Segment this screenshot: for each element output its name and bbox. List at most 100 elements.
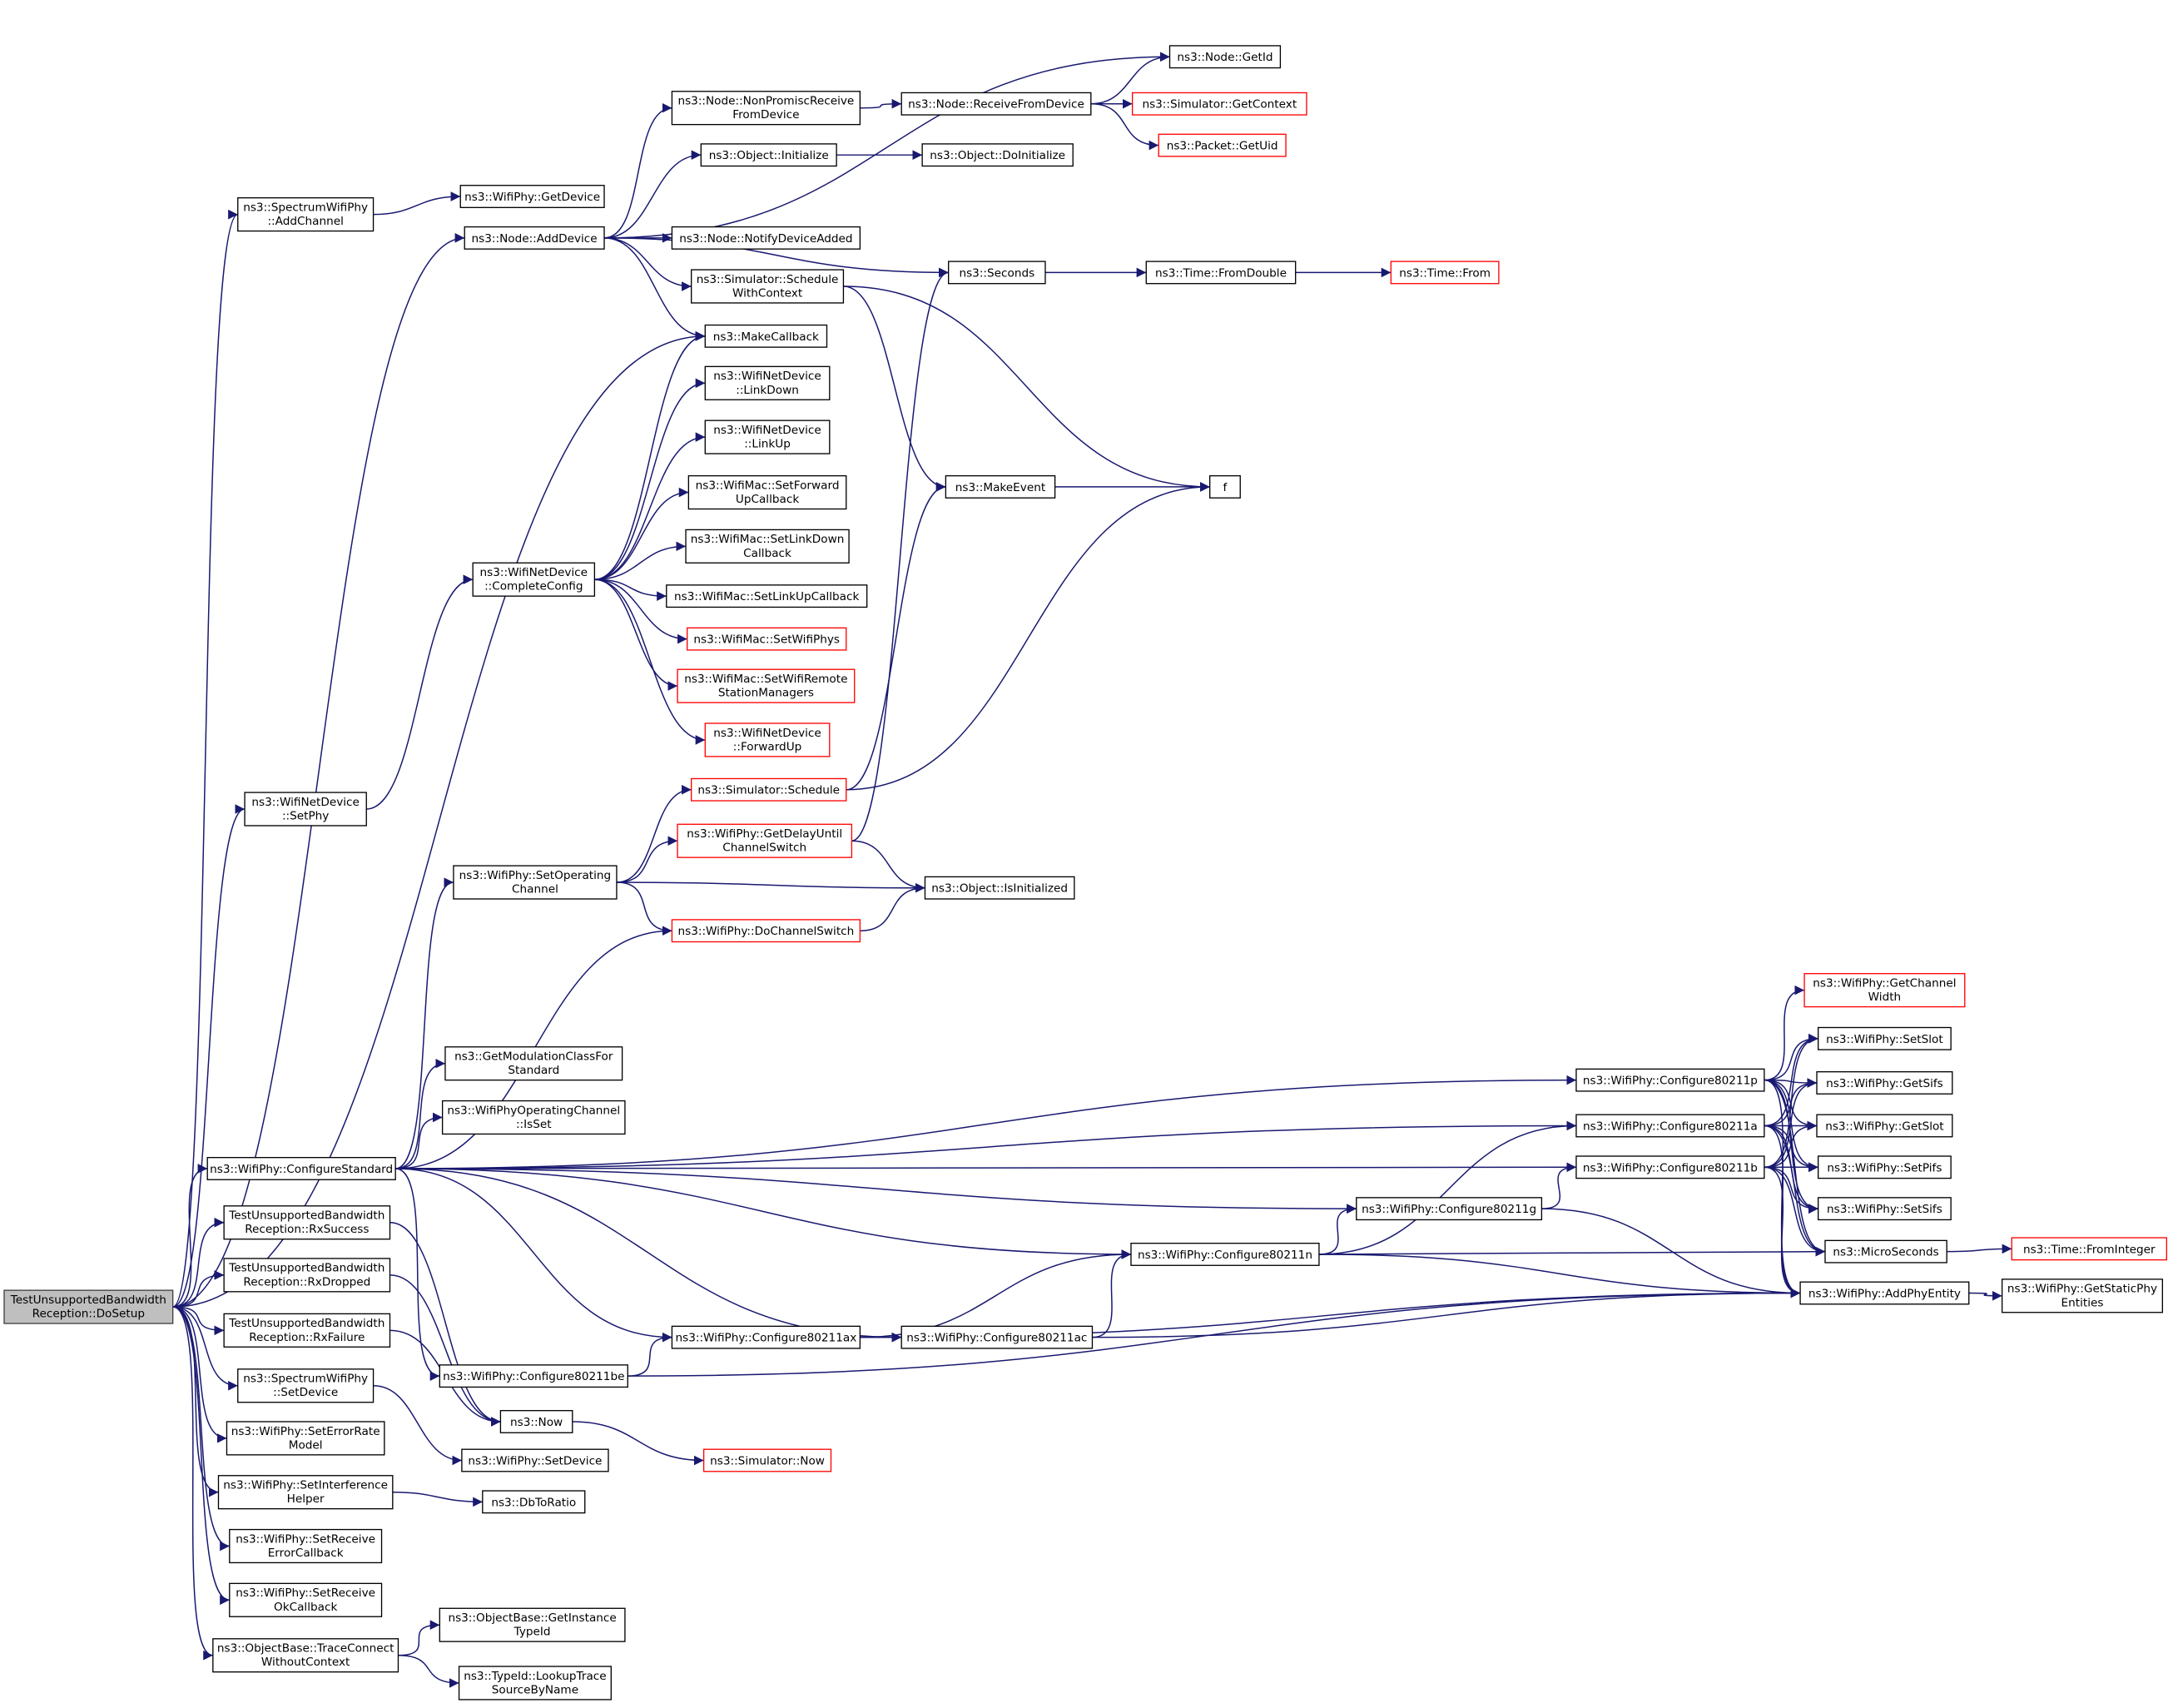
call-edge <box>395 1112 443 1169</box>
node-ns3-wifiphy-configure80211g[interactable]: ns3::WifiPhy::Configure80211g <box>1356 1197 1543 1221</box>
node-box <box>1209 474 1241 499</box>
call-edge <box>860 882 925 931</box>
node-label: ns3::Time::FromInteger <box>2023 1243 2156 1256</box>
node-label: ChannelSwitch <box>722 842 806 855</box>
node-ns3-wifimac-setlinkupcallback[interactable]: ns3::WifiMac::SetLinkUpCallback <box>666 584 868 608</box>
node-ns3-wifiphy-setpifs[interactable]: ns3::WifiPhy::SetPifs <box>1818 1155 1952 1179</box>
node-testunsupportedbandwidthreception-rxfailure[interactable]: TestUnsupportedBandwidthReception::RxFai… <box>223 1313 391 1348</box>
node-box <box>237 1368 375 1403</box>
call-edge <box>604 237 706 341</box>
node-box <box>439 1607 626 1642</box>
node-label: ns3::WifiPhy::SetSlot <box>1826 1033 1943 1046</box>
node-ns3-wifiphy-addphyentity[interactable]: ns3::WifiPhy::AddPhyEntity <box>1799 1281 1970 1305</box>
node-ns3-wifiphy-setsifs[interactable]: ns3::WifiPhy::SetSifs <box>1818 1197 1952 1221</box>
node-label: ns3::WifiNetDevice <box>480 566 588 579</box>
node-ns3-simulator-schedule[interactable]: ns3::Simulator::Schedule <box>691 777 847 802</box>
node-ns3-wifinetdevice-linkup[interactable]: ns3::WifiNetDevice::LinkUp <box>704 420 831 454</box>
node-label: ns3::WifiMac::SetForward <box>696 479 840 492</box>
call-edge <box>395 1162 1576 1173</box>
node-ns3-wifiphy-configure80211n[interactable]: ns3::WifiPhy::Configure80211n <box>1130 1243 1320 1266</box>
node-ns3-wifiphy-configure80211b[interactable]: ns3::WifiPhy::Configure80211b <box>1575 1155 1765 1179</box>
node-ns3-time-frominteger[interactable]: ns3::Time::FromInteger <box>2011 1237 2168 1261</box>
node-testunsupportedbandwidthreception-rxdropped[interactable]: TestUnsupportedBandwidthReception::RxDro… <box>223 1258 391 1293</box>
node-ns3-wifiphyoperatingchannel-isset[interactable]: ns3::WifiPhyOperatingChannel::IsSet <box>441 1100 626 1135</box>
node-label: Reception::RxFailure <box>249 1331 365 1344</box>
node-ns3-simulator-getcontext[interactable]: ns3::Simulator::GetContext <box>1131 92 1307 116</box>
node-ns3-objectbase-traceconnectwithoutcontext[interactable]: ns3::ObjectBase::TraceConnectWithoutCont… <box>212 1638 399 1673</box>
node-ns3-wifiphy-dochannelswitch[interactable]: ns3::WifiPhy::DoChannelSwitch <box>671 919 861 943</box>
node-ns3-wifinetdevice-linkdown[interactable]: ns3::WifiNetDevice::LinkDown <box>704 365 831 400</box>
node-ns3-wifiphy-configure80211a[interactable]: ns3::WifiPhy::Configure80211a <box>1575 1114 1765 1138</box>
node-testunsupportedbandwidthreception-rxsuccess[interactable]: TestUnsupportedBandwidthReception::RxSuc… <box>223 1205 391 1240</box>
node-ns3-node-adddevice[interactable]: ns3::Node::AddDevice <box>464 226 605 250</box>
call-edge <box>594 578 706 745</box>
node-ns3-wifiphy-getdevice[interactable]: ns3::WifiPhy::GetDevice <box>459 185 605 208</box>
call-edge <box>172 233 465 1308</box>
node-ns3-node-getid[interactable]: ns3::Node::GetId <box>1168 45 1282 69</box>
node-ns3-wifiphy-configure80211ax[interactable]: ns3::WifiPhy::Configure80211ax <box>671 1325 861 1349</box>
node-ns3-time-fromdouble[interactable]: ns3::Time::FromDouble <box>1145 261 1297 285</box>
node-ns3-simulator-now[interactable]: ns3::Simulator::Now <box>702 1448 832 1472</box>
call-edge <box>172 1306 227 1443</box>
node-ns3-dbtoratio[interactable]: ns3::DbToRatio <box>482 1490 586 1514</box>
node-label: ns3::WifiPhy::SetErrorRate <box>231 1425 380 1438</box>
node-ns3-wifinetdevice-setphy[interactable]: ns3::WifiNetDevice::SetPhy <box>244 792 367 827</box>
node-ns3-microseconds[interactable]: ns3::MicroSeconds <box>1824 1239 1947 1264</box>
node-ns3-wifinetdevice-forwardup[interactable]: ns3::WifiNetDevice::ForwardUp <box>704 722 831 757</box>
node-ns3-object-isinitialized[interactable]: ns3::Object::IsInitialized <box>924 876 1075 900</box>
node-ns3-wifiphy-setslot[interactable]: ns3::WifiPhy::SetSlot <box>1818 1026 1952 1050</box>
node-ns3-time-from[interactable]: ns3::Time::From <box>1390 261 1500 285</box>
node-ns3-wifimac-setwifiremotestationmanagers[interactable]: ns3::WifiMac::SetWifiRemoteStationManage… <box>677 668 856 703</box>
node-ns3-node-receivefromdevice[interactable]: ns3::Node::ReceiveFromDevice <box>900 92 1092 116</box>
call-edge <box>1318 1204 1357 1255</box>
node-ns3-node-notifydeviceadded[interactable]: ns3::Node::NotifyDeviceAdded <box>671 226 861 250</box>
node-ns3-spectrumwifiphy-addchannel[interactable]: ns3::SpectrumWifiPhy::AddChannel <box>237 197 375 232</box>
node-ns3-spectrumwifiphy-setdevice[interactable]: ns3::SpectrumWifiPhy::SetDevice <box>237 1368 375 1403</box>
node-label: ::SetDevice <box>273 1386 338 1399</box>
node-ns3-wifiphy-getsifs[interactable]: ns3::WifiPhy::GetSifs <box>1816 1070 1953 1095</box>
node-ns3-wifiphy-configure80211ac[interactable]: ns3::WifiPhy::Configure80211ac <box>900 1325 1094 1349</box>
node-ns3-wifimac-setwifiphys[interactable]: ns3::WifiMac::SetWifiPhys <box>687 627 847 651</box>
node-label: ns3::GetModulationClassFor <box>454 1050 613 1064</box>
node-ns3-wifiphy-setdevice[interactable]: ns3::WifiPhy::SetDevice <box>461 1448 609 1472</box>
node-f[interactable]: f <box>1209 474 1241 499</box>
node-box <box>441 1100 626 1135</box>
node-ns3-makecallback[interactable]: ns3::MakeCallback <box>704 324 828 348</box>
node-label: ns3::Simulator::Now <box>710 1454 825 1467</box>
node-ns3-seconds[interactable]: ns3::Seconds <box>948 261 1046 285</box>
node-ns3-wifiphy-configurestandard[interactable]: ns3::WifiPhy::ConfigureStandard <box>206 1157 396 1180</box>
node-testunsupportedbandwidthreception-dosetup[interactable]: TestUnsupportedBandwidthReception::DoSet… <box>3 1289 174 1324</box>
node-box <box>685 529 850 564</box>
node-ns3-makeevent[interactable]: ns3::MakeEvent <box>945 474 1056 499</box>
node-box <box>229 1582 383 1617</box>
node-box <box>924 876 1075 900</box>
node-ns3-packet-getuid[interactable]: ns3::Packet::GetUid <box>1158 133 1287 157</box>
node-ns3-object-doinitialize[interactable]: ns3::Object::DoInitialize <box>921 143 1074 167</box>
node-label: Reception::DoSetup <box>32 1308 145 1321</box>
node-label: ::AddChannel <box>267 215 343 228</box>
node-ns3-object-initialize[interactable]: ns3::Object::Initialize <box>700 143 837 167</box>
node-box <box>687 474 847 510</box>
node-label: ns3::Object::IsInitialized <box>931 882 1068 896</box>
node-ns3-wifiphy-getslot[interactable]: ns3::WifiPhy::GetSlot <box>1816 1114 1953 1138</box>
node-ns3-wifiphy-configure80211p[interactable]: ns3::WifiPhy::Configure80211p <box>1575 1068 1765 1092</box>
node-ns3-now[interactable]: ns3::Now <box>499 1410 573 1433</box>
node-ns3-wifinetdevice-completeconfig[interactable]: ns3::WifiNetDevice::CompleteConfig <box>472 562 596 597</box>
node-ns3-wifiphy-configure80211be[interactable]: ns3::WifiPhy::Configure80211be <box>439 1364 628 1388</box>
node-box <box>1356 1197 1543 1221</box>
